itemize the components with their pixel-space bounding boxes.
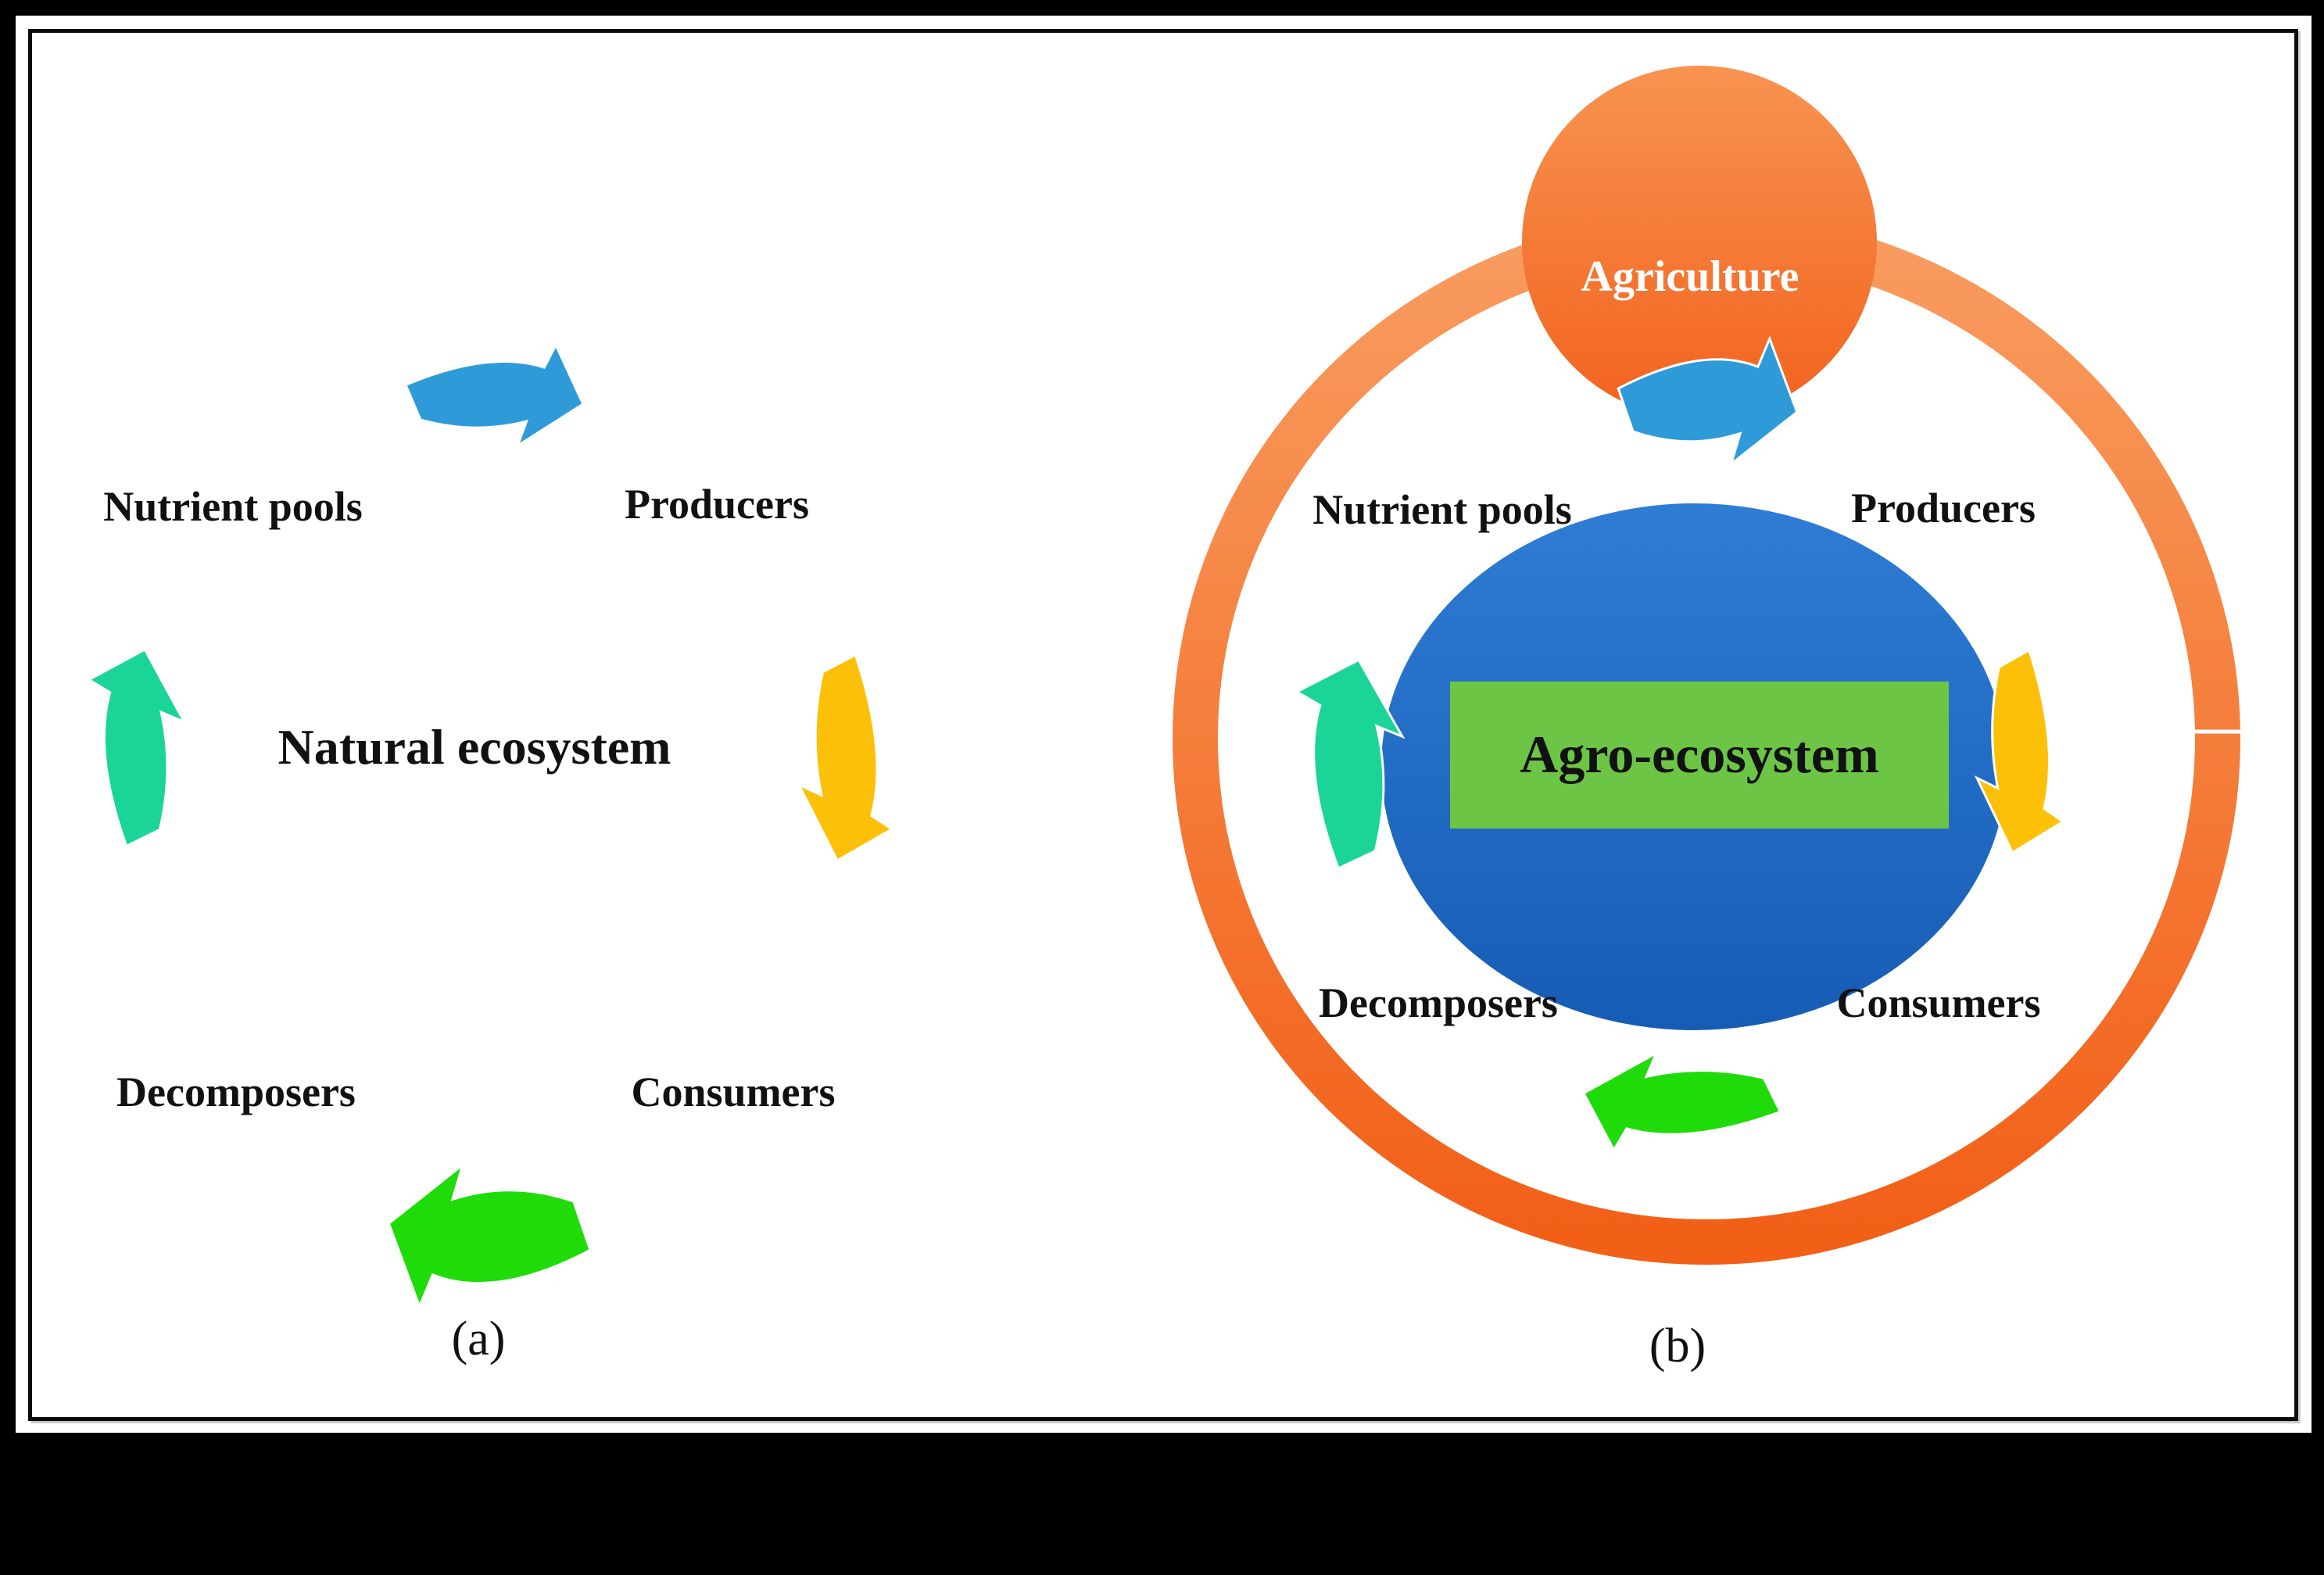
- agro-ecosystem-box: [1450, 682, 1949, 829]
- label-decomposers-a: Decomposers: [116, 1068, 356, 1115]
- label-consumers-a: Consumers: [631, 1068, 836, 1115]
- panel-caption-b: (b): [1649, 1319, 1706, 1373]
- label-producers-b: Producers: [1851, 485, 2036, 532]
- arrow-consumers-to-decomposers-b: [1585, 1055, 1779, 1148]
- arrow-consumers-to-decomposers-a: [390, 1168, 589, 1304]
- arrow-decomposers-to-nutrient-a: [91, 651, 182, 845]
- label-agro-ecosystem: Agro-ecosystem: [1520, 725, 1879, 784]
- label-producers-a: Producers: [625, 481, 809, 528]
- label-consumers-b: Consumers: [1836, 979, 2041, 1026]
- arrow-producers-to-consumers-a: [801, 656, 890, 859]
- agriculture-bubble: [1522, 66, 1877, 419]
- label-agriculture: Agriculture: [1581, 252, 1799, 301]
- label-nutrient-pools-a: Nutrient pools: [103, 483, 363, 530]
- label-nutrient-pools-b: Nutrient pools: [1312, 486, 1572, 533]
- arrow-decomposers-to-nutrient-b: [1299, 661, 1400, 867]
- label-natural-ecosystem: Natural ecosystem: [278, 719, 671, 775]
- arrow-producers-to-consumers-b: [1979, 652, 2061, 851]
- figure-border-frame: [28, 29, 2298, 1421]
- arrow-nutrient-to-producers-a: [407, 347, 582, 443]
- label-decomposers-b: Decomposers: [1319, 979, 1558, 1026]
- panel-caption-a: (a): [451, 1312, 506, 1366]
- arrow-agriculture-to-producers-b: [1620, 342, 1796, 460]
